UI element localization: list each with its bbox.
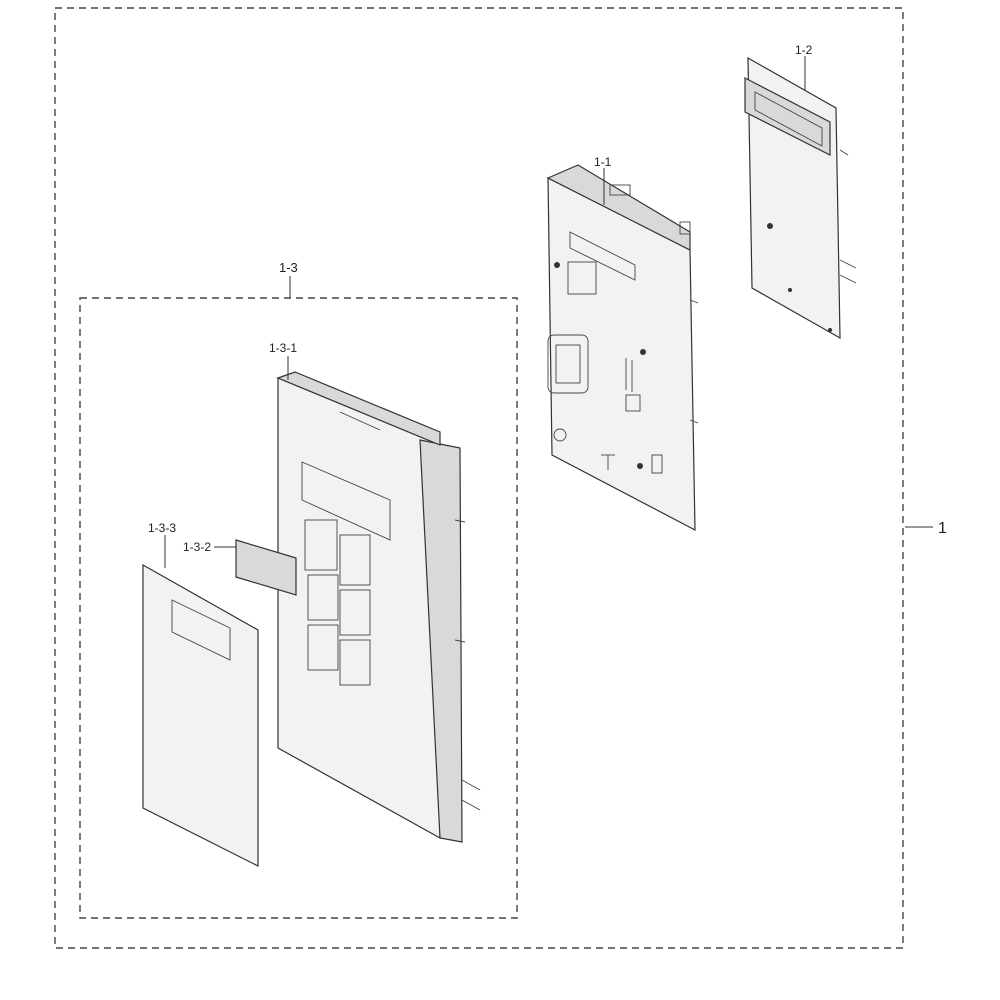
- callout-display-window: 1-3-2: [183, 540, 211, 554]
- callout-membrane-keypad: 1-3-3: [148, 521, 176, 535]
- callout-control-subassembly: 1-3: [279, 260, 298, 275]
- callout-control-panel-frame: 1-3-1: [269, 341, 297, 355]
- pcb-board-part: [744, 56, 857, 340]
- callout-assembly: 1: [938, 520, 947, 537]
- assembly-boundary: [54, 7, 904, 949]
- callout-pcb-bracket: 1-1: [594, 155, 612, 169]
- display-window-part: [235, 539, 297, 596]
- membrane-keypad-part: [142, 563, 259, 867]
- pcb-bracket-part: [546, 164, 699, 532]
- control-panel-frame-part: [276, 371, 481, 843]
- callout-pcb-board: 1-2: [795, 43, 813, 57]
- subassembly-boundary: [79, 297, 518, 919]
- leader-lines: [164, 56, 933, 568]
